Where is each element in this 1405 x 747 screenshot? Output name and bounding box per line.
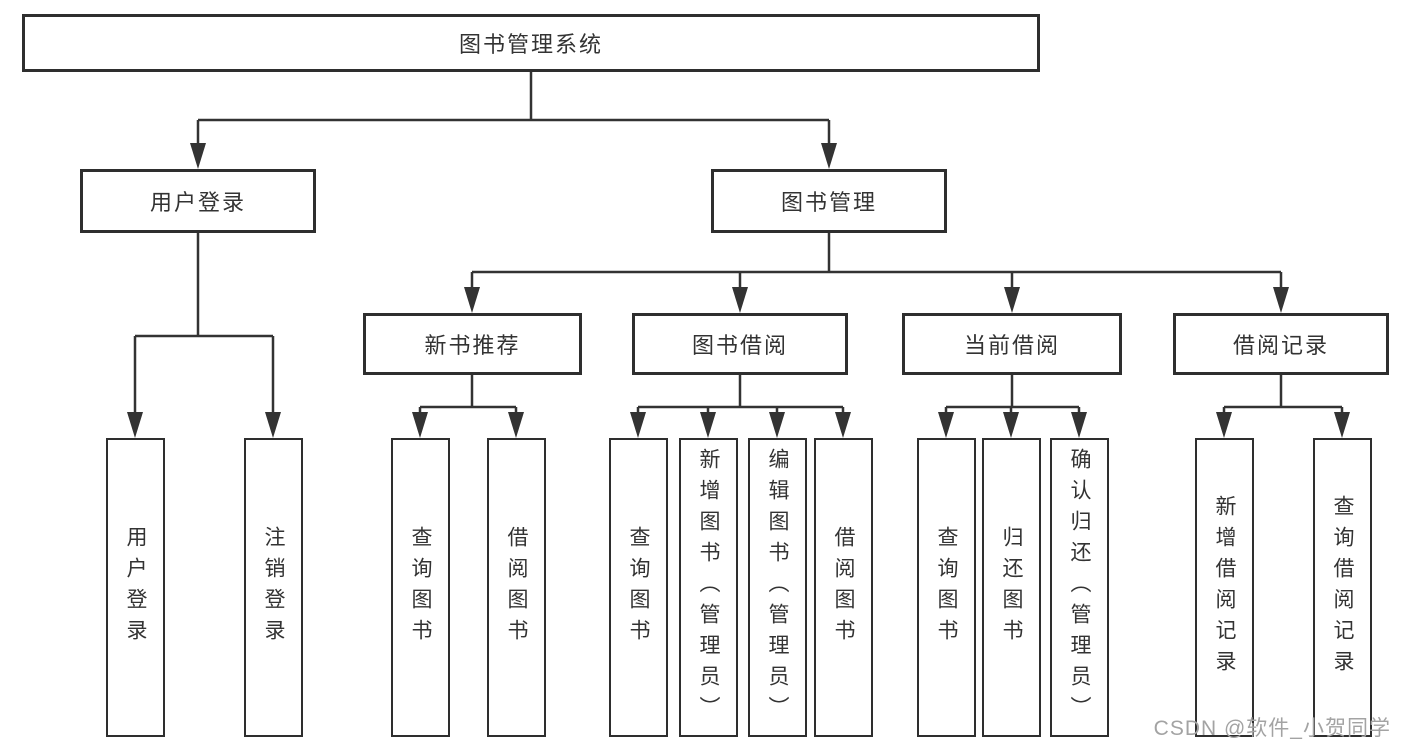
- node-label: 新书推荐: [424, 333, 521, 358]
- connector-path: [133, 70, 1344, 416]
- arrowhead: [127, 412, 143, 438]
- leaf-query-books-borrowing: 查询图书: [609, 438, 668, 737]
- arrowhead: [700, 412, 716, 438]
- arrowhead: [265, 412, 281, 438]
- leaf-confirm-return-admin: 确认归还（管理员）: [1050, 438, 1109, 737]
- leaf-query-borrow-record: 查询借阅记录: [1313, 438, 1372, 737]
- node-user-login: 用户登录: [80, 169, 316, 233]
- leaf-borrow-books: 借阅图书: [814, 438, 873, 737]
- leaf-query-books-recommend: 查询图书: [391, 438, 450, 737]
- arrowhead: [412, 412, 428, 438]
- leaf-add-borrow-record: 新增借阅记录: [1195, 438, 1254, 737]
- node-label: 新增图书（管理员）: [697, 448, 720, 727]
- node-label: 确认归还（管理员）: [1068, 448, 1091, 727]
- arrowhead: [1004, 287, 1020, 313]
- node-label: 编辑图书（管理员）: [766, 448, 789, 727]
- arrowhead: [1334, 412, 1350, 438]
- leaf-add-book-admin: 新增图书（管理员）: [679, 438, 738, 737]
- node-label: 查询图书: [409, 525, 432, 650]
- node-book-management: 图书管理: [711, 169, 947, 233]
- arrowhead: [732, 287, 748, 313]
- node-label: 查询图书: [627, 525, 650, 650]
- arrowhead: [190, 143, 206, 169]
- node-label: 注销登录: [262, 525, 285, 650]
- node-label: 图书管理系统: [458, 32, 603, 57]
- node-current-borrowing: 当前借阅: [902, 313, 1122, 375]
- node-label: 用户登录: [124, 525, 147, 650]
- arrowhead: [508, 412, 524, 438]
- node-label: 用户登录: [149, 190, 246, 215]
- arrowhead: [630, 412, 646, 438]
- leaf-borrow-books-recommend: 借阅图书: [487, 438, 546, 737]
- leaf-user-login: 用户登录: [106, 438, 165, 737]
- leaf-logout: 注销登录: [244, 438, 303, 737]
- leaf-query-books-current: 查询图书: [917, 438, 976, 737]
- leaf-edit-book-admin: 编辑图书（管理员）: [748, 438, 807, 737]
- arrowhead: [464, 287, 480, 313]
- node-label: 借阅记录: [1232, 333, 1329, 358]
- node-label: 当前借阅: [963, 333, 1060, 358]
- arrowhead: [769, 412, 785, 438]
- node-label: 图书管理: [780, 190, 877, 215]
- node-label: 图书借阅: [691, 333, 788, 358]
- arrowhead: [1273, 287, 1289, 313]
- node-label: 新增借阅记录: [1213, 494, 1236, 681]
- arrowhead: [1071, 412, 1087, 438]
- node-label: 查询图书: [935, 525, 958, 650]
- node-label: 归还图书: [1000, 525, 1023, 650]
- node-borrowing-records: 借阅记录: [1173, 313, 1389, 375]
- arrowhead: [835, 412, 851, 438]
- csdn-watermark: CSDN @软件_小贺同学: [1153, 717, 1391, 740]
- arrowhead: [1003, 412, 1019, 438]
- node-book-borrowing: 图书借阅: [632, 313, 848, 375]
- leaf-return-books: 归还图书: [982, 438, 1041, 737]
- node-new-book-recommend: 新书推荐: [363, 313, 582, 375]
- node-label: 查询借阅记录: [1331, 494, 1354, 681]
- arrowhead: [1216, 412, 1232, 438]
- arrowhead: [938, 412, 954, 438]
- arrowhead: [821, 143, 837, 169]
- node-label: 借阅图书: [832, 525, 855, 650]
- node-library-system: 图书管理系统: [22, 14, 1040, 72]
- node-label: 借阅图书: [505, 525, 528, 650]
